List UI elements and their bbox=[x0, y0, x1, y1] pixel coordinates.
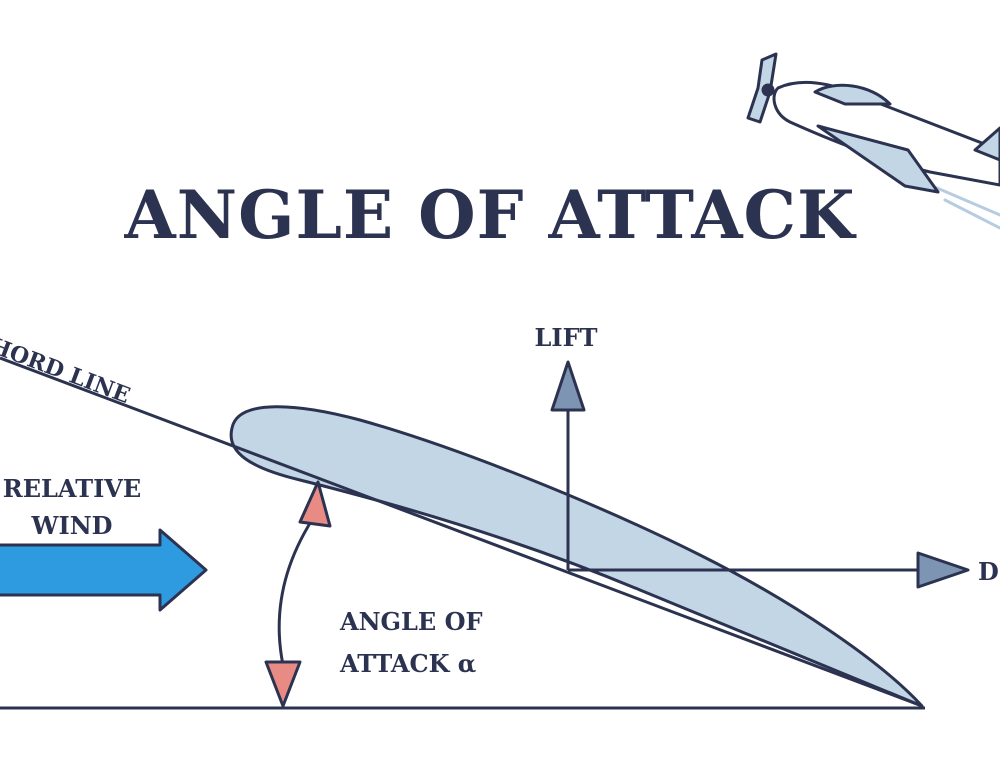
angle-of-attack-arc bbox=[264, 480, 332, 708]
lift-arrow bbox=[550, 360, 586, 570]
angle-label-line2: ATTACK α bbox=[339, 649, 476, 678]
airfoil-shape bbox=[229, 405, 924, 708]
relative-wind-arrow bbox=[0, 528, 208, 612]
chord-line-label: CHORD LINE bbox=[0, 326, 134, 409]
relative-wind-label-line2: WIND bbox=[31, 511, 113, 540]
airplane-icon bbox=[746, 52, 1000, 230]
relative-wind-label-line1: RELATIVE bbox=[3, 474, 141, 503]
chord-line bbox=[0, 356, 923, 708]
lift-label: LIFT bbox=[535, 323, 598, 352]
drag-label: DRAG bbox=[978, 557, 1000, 586]
angle-arrowhead-bottom bbox=[264, 660, 302, 708]
angle-label-line1: ANGLE OF bbox=[339, 607, 483, 636]
angle-arrowhead-top bbox=[298, 480, 332, 528]
drag-arrow bbox=[568, 551, 970, 589]
diagram-title: ANGLE OF ATTACK bbox=[124, 176, 858, 254]
